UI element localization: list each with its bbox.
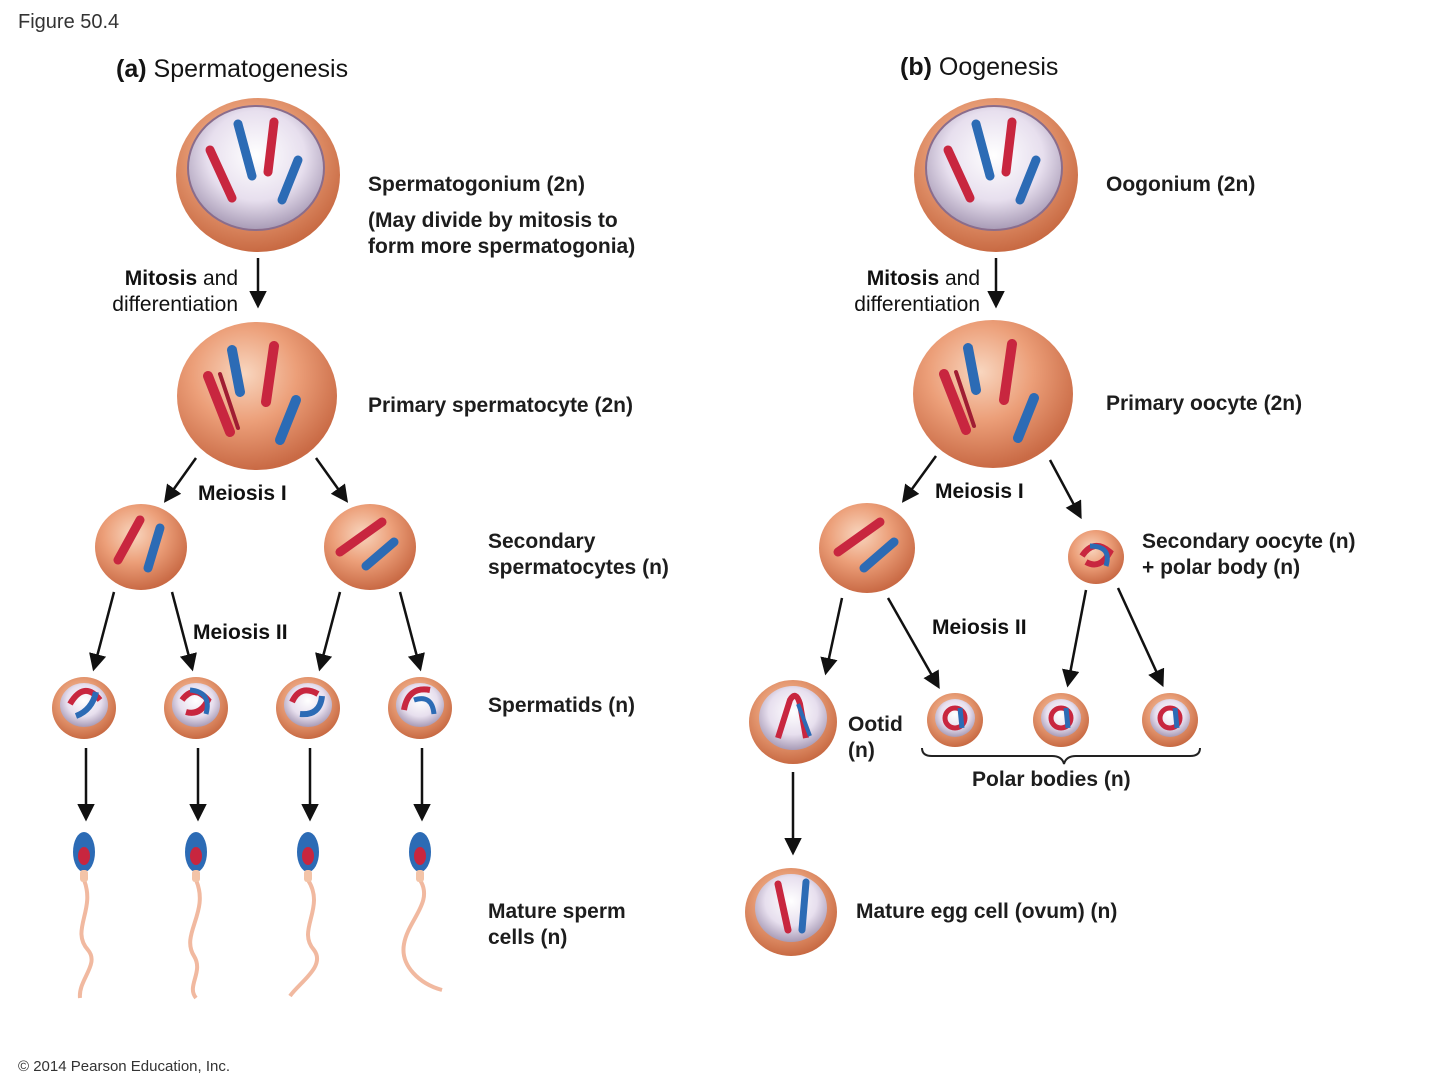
label-spermatogonium-note-1: (May divide by mitosis to bbox=[368, 209, 618, 232]
first-polar-body-cell bbox=[1068, 530, 1124, 584]
panel-b-title: (b) Oogenesis bbox=[900, 51, 1058, 83]
panel-a-title-text: Spermatogenesis bbox=[153, 55, 349, 83]
panel-b-tag: (b) bbox=[900, 53, 932, 81]
spermatid-cell-2 bbox=[164, 677, 228, 739]
label-secondary-oocyte-1: Secondary oocyte (n) bbox=[1142, 530, 1356, 553]
label-spermatogonium-note-2: form more spermatogonia) bbox=[368, 235, 636, 258]
label-b-mitosis-and: and bbox=[939, 267, 980, 290]
label-mature-sperm-2: cells (n) bbox=[488, 926, 568, 949]
sperm-cell-1 bbox=[73, 832, 95, 999]
panel-b-arrows bbox=[784, 258, 1165, 856]
primary-oocyte-cell bbox=[913, 320, 1073, 468]
label-primary-oocyte: Primary oocyte (2n) bbox=[1106, 392, 1303, 415]
primary-spermatocyte-cell bbox=[177, 322, 337, 470]
sperm-cell-4 bbox=[401, 832, 443, 992]
figure-label: Figure 50.4 bbox=[18, 11, 120, 33]
label-b-mitosis: Mitosis and bbox=[800, 266, 980, 293]
polar-body-cell-3 bbox=[1142, 693, 1198, 747]
label-secondary-oocyte-2: + polar body (n) bbox=[1142, 556, 1301, 579]
secondary-oocyte-cell bbox=[819, 503, 915, 593]
label-ootid-2: (n) bbox=[848, 739, 875, 762]
spermatid-cell-3 bbox=[276, 677, 340, 739]
label-a-meiosis-2: Meiosis II bbox=[193, 621, 288, 644]
label-mature-sperm-1: Mature sperm bbox=[488, 900, 626, 923]
label-a-mitosis-bold: Mitosis bbox=[124, 267, 198, 290]
sperm-cell-3 bbox=[288, 832, 319, 998]
label-a-differentiation: differentiation bbox=[112, 293, 238, 316]
label-spermatogonium: Spermatogonium (2n) bbox=[368, 173, 586, 196]
panel-a-title: (a) Spermatogenesis bbox=[116, 53, 348, 85]
label-secondary-spermatocytes-2: spermatocytes (n) bbox=[488, 556, 669, 579]
ootid-cell bbox=[749, 680, 837, 764]
label-b-meiosis-2: Meiosis II bbox=[932, 616, 1027, 639]
label-b-differentiation: differentiation bbox=[854, 293, 980, 316]
label-a-meiosis-1: Meiosis I bbox=[198, 482, 287, 505]
label-spermatids: Spermatids (n) bbox=[488, 694, 636, 717]
polar-body-cell-1 bbox=[927, 693, 983, 747]
oogonium-cell bbox=[914, 98, 1078, 252]
mature-egg-cell bbox=[745, 868, 837, 956]
label-polar-bodies: Polar bodies (n) bbox=[972, 768, 1131, 791]
polar-body-cell-2 bbox=[1033, 693, 1089, 747]
label-a-mitosis-and: and bbox=[197, 267, 238, 290]
secondary-spermatocyte-cell-1 bbox=[95, 504, 187, 590]
spermatid-cell-1 bbox=[52, 677, 116, 739]
label-a-mitosis: Mitosis and bbox=[60, 266, 238, 293]
label-b-mitosis-bold: Mitosis bbox=[866, 267, 940, 290]
label-primary-spermatocyte: Primary spermatocyte (2n) bbox=[368, 394, 633, 417]
panel-a-tag: (a) bbox=[116, 55, 147, 83]
sperm-cell-2 bbox=[185, 832, 207, 1000]
label-oogonium: Oogonium (2n) bbox=[1106, 173, 1256, 196]
label-secondary-spermatocytes-1: Secondary bbox=[488, 530, 596, 553]
label-mature-egg: Mature egg cell (ovum) (n) bbox=[856, 900, 1118, 923]
panel-b-title-text: Oogenesis bbox=[938, 53, 1059, 81]
secondary-spermatocyte-cell-2 bbox=[324, 504, 416, 590]
copyright: © 2014 Pearson Education, Inc. bbox=[18, 1058, 231, 1075]
label-b-meiosis-1: Meiosis I bbox=[935, 480, 1024, 503]
panel-a-arrows bbox=[77, 258, 431, 822]
spermatogonium-cell bbox=[176, 98, 340, 252]
label-ootid-1: Ootid bbox=[848, 713, 903, 736]
polar-bodies-bracket bbox=[921, 747, 1201, 765]
spermatid-cell-4 bbox=[388, 677, 452, 739]
